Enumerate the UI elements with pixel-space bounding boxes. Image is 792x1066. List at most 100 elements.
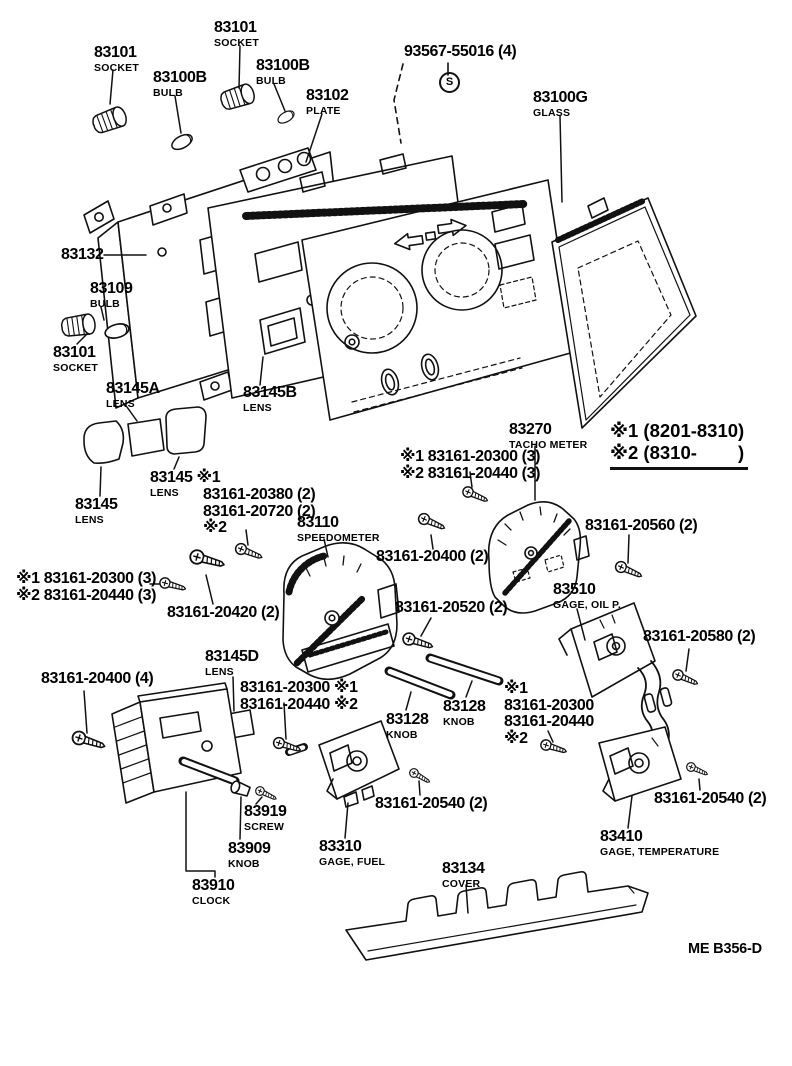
part-number: 83919: [244, 803, 287, 820]
screw-marker-letter: S: [439, 72, 460, 93]
leader-lines: [76, 45, 701, 914]
knob-rods: [384, 653, 504, 700]
screw-marker-symbol: S: [439, 72, 460, 93]
part-subname: COVER: [442, 877, 481, 890]
part-number: 83145: [75, 496, 118, 513]
part-subname: GLASS: [533, 106, 571, 119]
part-label-bolt-20560: 83161-20560 (2): [585, 517, 698, 535]
part-number: 83145D: [205, 648, 259, 665]
part-subname: PLATE: [306, 104, 341, 117]
part-number: 83161-20380 (2) 83161-20720 (2) ※2: [203, 486, 316, 537]
part-number: 83910: [192, 877, 235, 894]
part-number: 83145A: [106, 380, 160, 397]
part-number: 83100G: [533, 89, 588, 106]
part-subname: KNOB: [386, 728, 418, 741]
fuel-gage-drawing: [285, 720, 400, 808]
part-number: 83109: [90, 280, 133, 297]
part-number: 83909: [228, 840, 271, 857]
part-label-bolt-20300-right: ※1 83161-20300 (3) ※2 83161-20440 (3): [400, 448, 541, 482]
part-number: 83161-20300 ※1 83161-20440 ※2: [240, 679, 358, 713]
part-label-bolt-20580: 83161-20580 (2): [643, 628, 756, 646]
part-label-bolt-20540-right: 83161-20540 (2): [654, 790, 767, 808]
part-label-bolt-20300-mid: 83161-20300 ※1 83161-20440 ※2: [240, 679, 358, 713]
part-label-bolt-20420: 83161-20420 (2): [167, 604, 280, 622]
part-number: 83110: [297, 514, 339, 531]
clock-drawing: [111, 682, 242, 804]
figure-code: ME B356-D: [688, 941, 762, 957]
part-label-bolt-20400-4: 83161-20400 (4): [41, 670, 154, 688]
part-label-bolt-20520: 83161-20520 (2): [395, 599, 508, 617]
part-number: 83128: [443, 698, 486, 715]
part-number: ※1 83161-20300 (3) ※2 83161-20440 (3): [400, 448, 541, 482]
temperature-gage-drawing: [598, 726, 682, 802]
part-subname: KNOB: [228, 857, 260, 870]
legend-line-2: ※2 (8310- ): [610, 442, 745, 464]
part-subname: SOCKET: [94, 61, 139, 74]
part-subname: GAGE, TEMPERATURE: [600, 845, 720, 858]
part-number: 83270: [509, 421, 552, 438]
part-subname: LENS: [75, 513, 104, 526]
part-number: 83161-20520 (2): [395, 599, 508, 616]
part-subname: SOCKET: [53, 361, 98, 374]
part-label-83132-case: 83132: [61, 246, 104, 264]
part-subname: LENS: [106, 397, 135, 410]
part-number: 93567-55016 (4): [404, 43, 517, 60]
speedometer-drawing: [282, 542, 400, 681]
cover-drawing: [345, 871, 649, 961]
knob-83909-icon: [230, 780, 251, 797]
part-subname: LENS: [205, 665, 234, 678]
part-number: 83134: [442, 860, 485, 877]
part-number: ※1 83161-20300 (3) ※2 83161-20440 (3): [16, 570, 157, 604]
part-number: 83161-20420 (2): [167, 604, 280, 621]
part-number: 83145B: [243, 384, 297, 401]
part-subname: BULB: [256, 74, 286, 87]
part-subname: GAGE, OIL P.: [553, 598, 621, 611]
part-number: ※1 83161-20300 83161-20440 ※2: [504, 680, 594, 747]
part-subname: BULB: [90, 297, 120, 310]
part-number: 83101: [94, 44, 137, 61]
variant-legend: ※1 (8201-8310)※2 (8310- ): [610, 420, 749, 471]
glass-83100g-drawing: [551, 197, 697, 429]
part-label-93567-55016-screw: 93567-55016 (4): [404, 43, 517, 61]
faceplate-drawing: [242, 179, 575, 421]
part-number: 83132: [61, 246, 104, 263]
part-number: 83161-20540 (2): [654, 790, 767, 807]
part-number: 83161-20400 (2): [376, 548, 489, 565]
part-label-bolt-20400-2: 83161-20400 (2): [376, 548, 489, 566]
part-number: 83101: [53, 344, 96, 361]
part-number: 83128: [386, 711, 429, 728]
part-number: 83101: [214, 19, 257, 36]
part-label-bolt-20300-left: ※1 83161-20300 (3) ※2 83161-20440 (3): [16, 570, 157, 604]
part-subname: SOCKET: [214, 36, 259, 49]
part-number: 83145 ※1: [150, 469, 221, 486]
part-number: 83102: [306, 87, 349, 104]
part-label-bolt-20380-20720: 83161-20380 (2) 83161-20720 (2) ※2: [203, 486, 316, 537]
part-subname: SPEEDOMETER: [297, 531, 380, 544]
part-number: 83100B: [256, 57, 310, 74]
part-subname: BULB: [153, 86, 183, 99]
part-number: 83100B: [153, 69, 207, 86]
part-subname: SCREW: [244, 820, 285, 833]
part-subname: GAGE, FUEL: [319, 855, 386, 868]
part-label-bolt-20540-left: 83161-20540 (2): [375, 795, 488, 813]
